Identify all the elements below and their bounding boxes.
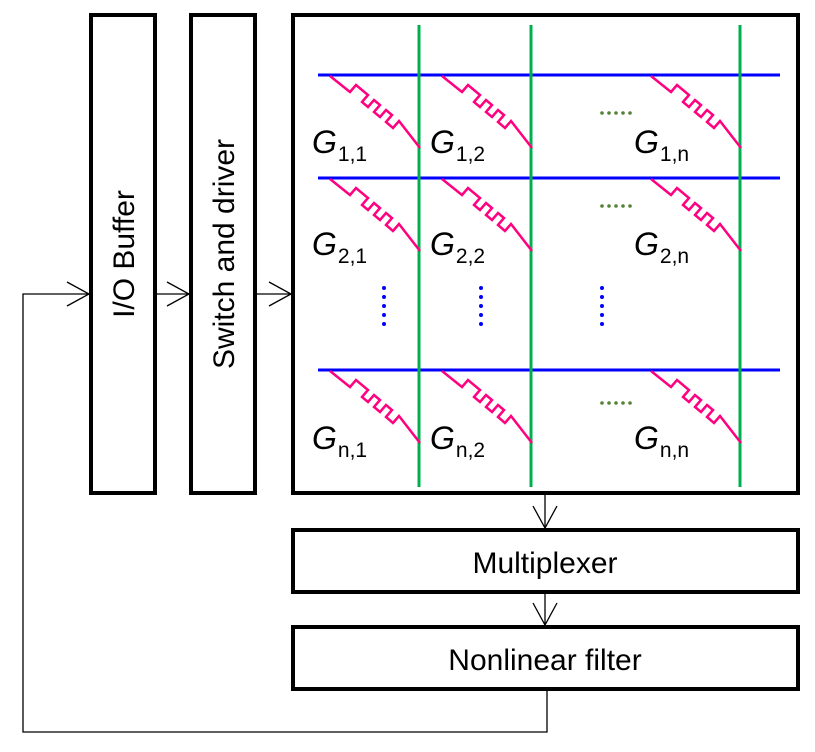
g-label-n-2: Gn,2 bbox=[430, 420, 485, 462]
g-label-2-2: G2,2 bbox=[430, 226, 485, 268]
g-label-n-1: Gn,1 bbox=[312, 420, 367, 462]
g-label-1-n: G1,n bbox=[634, 124, 689, 166]
ellipsis-row-2 bbox=[600, 204, 632, 208]
io-buffer-block bbox=[89, 13, 157, 495]
signal-arrows bbox=[22, 281, 558, 733]
feedback-path bbox=[22, 293, 548, 733]
arrowhead-to-mux bbox=[532, 505, 558, 530]
column-ellipses bbox=[600, 111, 632, 405]
nonlinear-filter-label: Nonlinear filter bbox=[448, 644, 641, 677]
arrowhead-to-crossbar bbox=[268, 281, 293, 307]
row-lines bbox=[318, 73, 780, 372]
column-lines bbox=[417, 25, 742, 487]
ellipsis-row-1 bbox=[600, 111, 632, 115]
g-label-1-1: G1,1 bbox=[312, 124, 367, 166]
ellipsis-row-n bbox=[600, 401, 632, 405]
g-label-n-n: Gn,n bbox=[634, 420, 689, 462]
arrowhead-to-filter bbox=[532, 602, 558, 627]
io-buffer-label: I/O Buffer bbox=[108, 190, 141, 318]
multiplexer-block bbox=[291, 528, 800, 594]
ellipsis-col-2 bbox=[479, 286, 483, 326]
g-label-1-2: G1,2 bbox=[430, 124, 485, 166]
ellipsis-col-n bbox=[600, 286, 604, 326]
arrowhead-to-io-buffer bbox=[66, 281, 91, 307]
g-label-2-n: G2,n bbox=[634, 226, 689, 268]
multiplexer-label: Multiplexer bbox=[472, 547, 617, 580]
ellipsis-col-1 bbox=[382, 286, 386, 326]
switch-driver-block bbox=[189, 13, 257, 495]
conductance-labels: G1,1 G1,2 G1,n G2,1 G2,2 G2,n Gn,1 Gn,2 … bbox=[312, 124, 689, 462]
g-label-2-1: G2,1 bbox=[312, 226, 367, 268]
row-ellipses bbox=[382, 286, 604, 326]
arrowhead-to-switch bbox=[166, 281, 191, 307]
switch-driver-label: Switch and driver bbox=[208, 139, 241, 369]
crossbar-array-block bbox=[291, 13, 800, 495]
nonlinear-filter-block bbox=[291, 625, 800, 691]
